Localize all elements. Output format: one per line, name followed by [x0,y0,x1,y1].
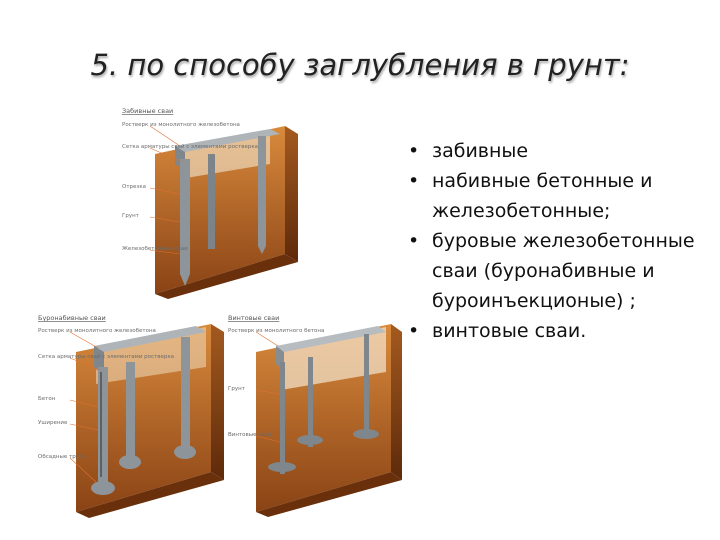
driven-caption: Забивные сваи [122,107,173,115]
driven-label-3: Отрезка [122,184,146,190]
screw-caption: Винтовые сваи [228,314,279,322]
bored-label-3: Бетон [38,396,56,402]
driven-label-4: Грунт [122,213,140,219]
screw-piles-diagram: Винтовые сваи Ростверк из монолитного бе… [228,314,402,517]
driven-label-5: Железобетонные сваи [122,246,188,252]
driven-label-2: Сетка арматуры свай с элементами роствер… [122,143,258,150]
bullet-item: •буровые железобетонные сваи (буронабивн… [408,230,695,312]
bullet-item: •набивные бетонные и железобетонные; [408,170,653,222]
bored-piles-diagram: Буронабивные сваи Ростверк из монолитног… [38,314,224,518]
driven-label-1: Ростверк из монолитного железобетона [122,122,240,128]
bored-caption: Буронабивные сваи [38,314,106,322]
bored-label-2: Сетка арматуры свай с элементами роствер… [38,353,174,360]
bored-label-4: Уширение [38,420,68,426]
bored-label-5: Обсадные трубы [38,454,87,460]
slide-title: 5. по способу заглубления в грунт: [90,48,630,82]
screw-label-2: Грунт [228,386,246,392]
bullet-item: •забивные [408,140,529,162]
driven-piles-diagram: Забивные сваи Ростверк из монолитного же… [122,107,298,299]
bullet-item: •винтовые сваи. [408,320,587,342]
screw-label-1: Ростверк из монолитного бетона [228,328,324,334]
bullet-list: •забивные •набивные бетонные и железобет… [406,136,716,346]
screw-label-3: Винтовые сваи [228,432,272,438]
bored-label-1: Ростверк из монолитного железобетона [38,328,156,334]
